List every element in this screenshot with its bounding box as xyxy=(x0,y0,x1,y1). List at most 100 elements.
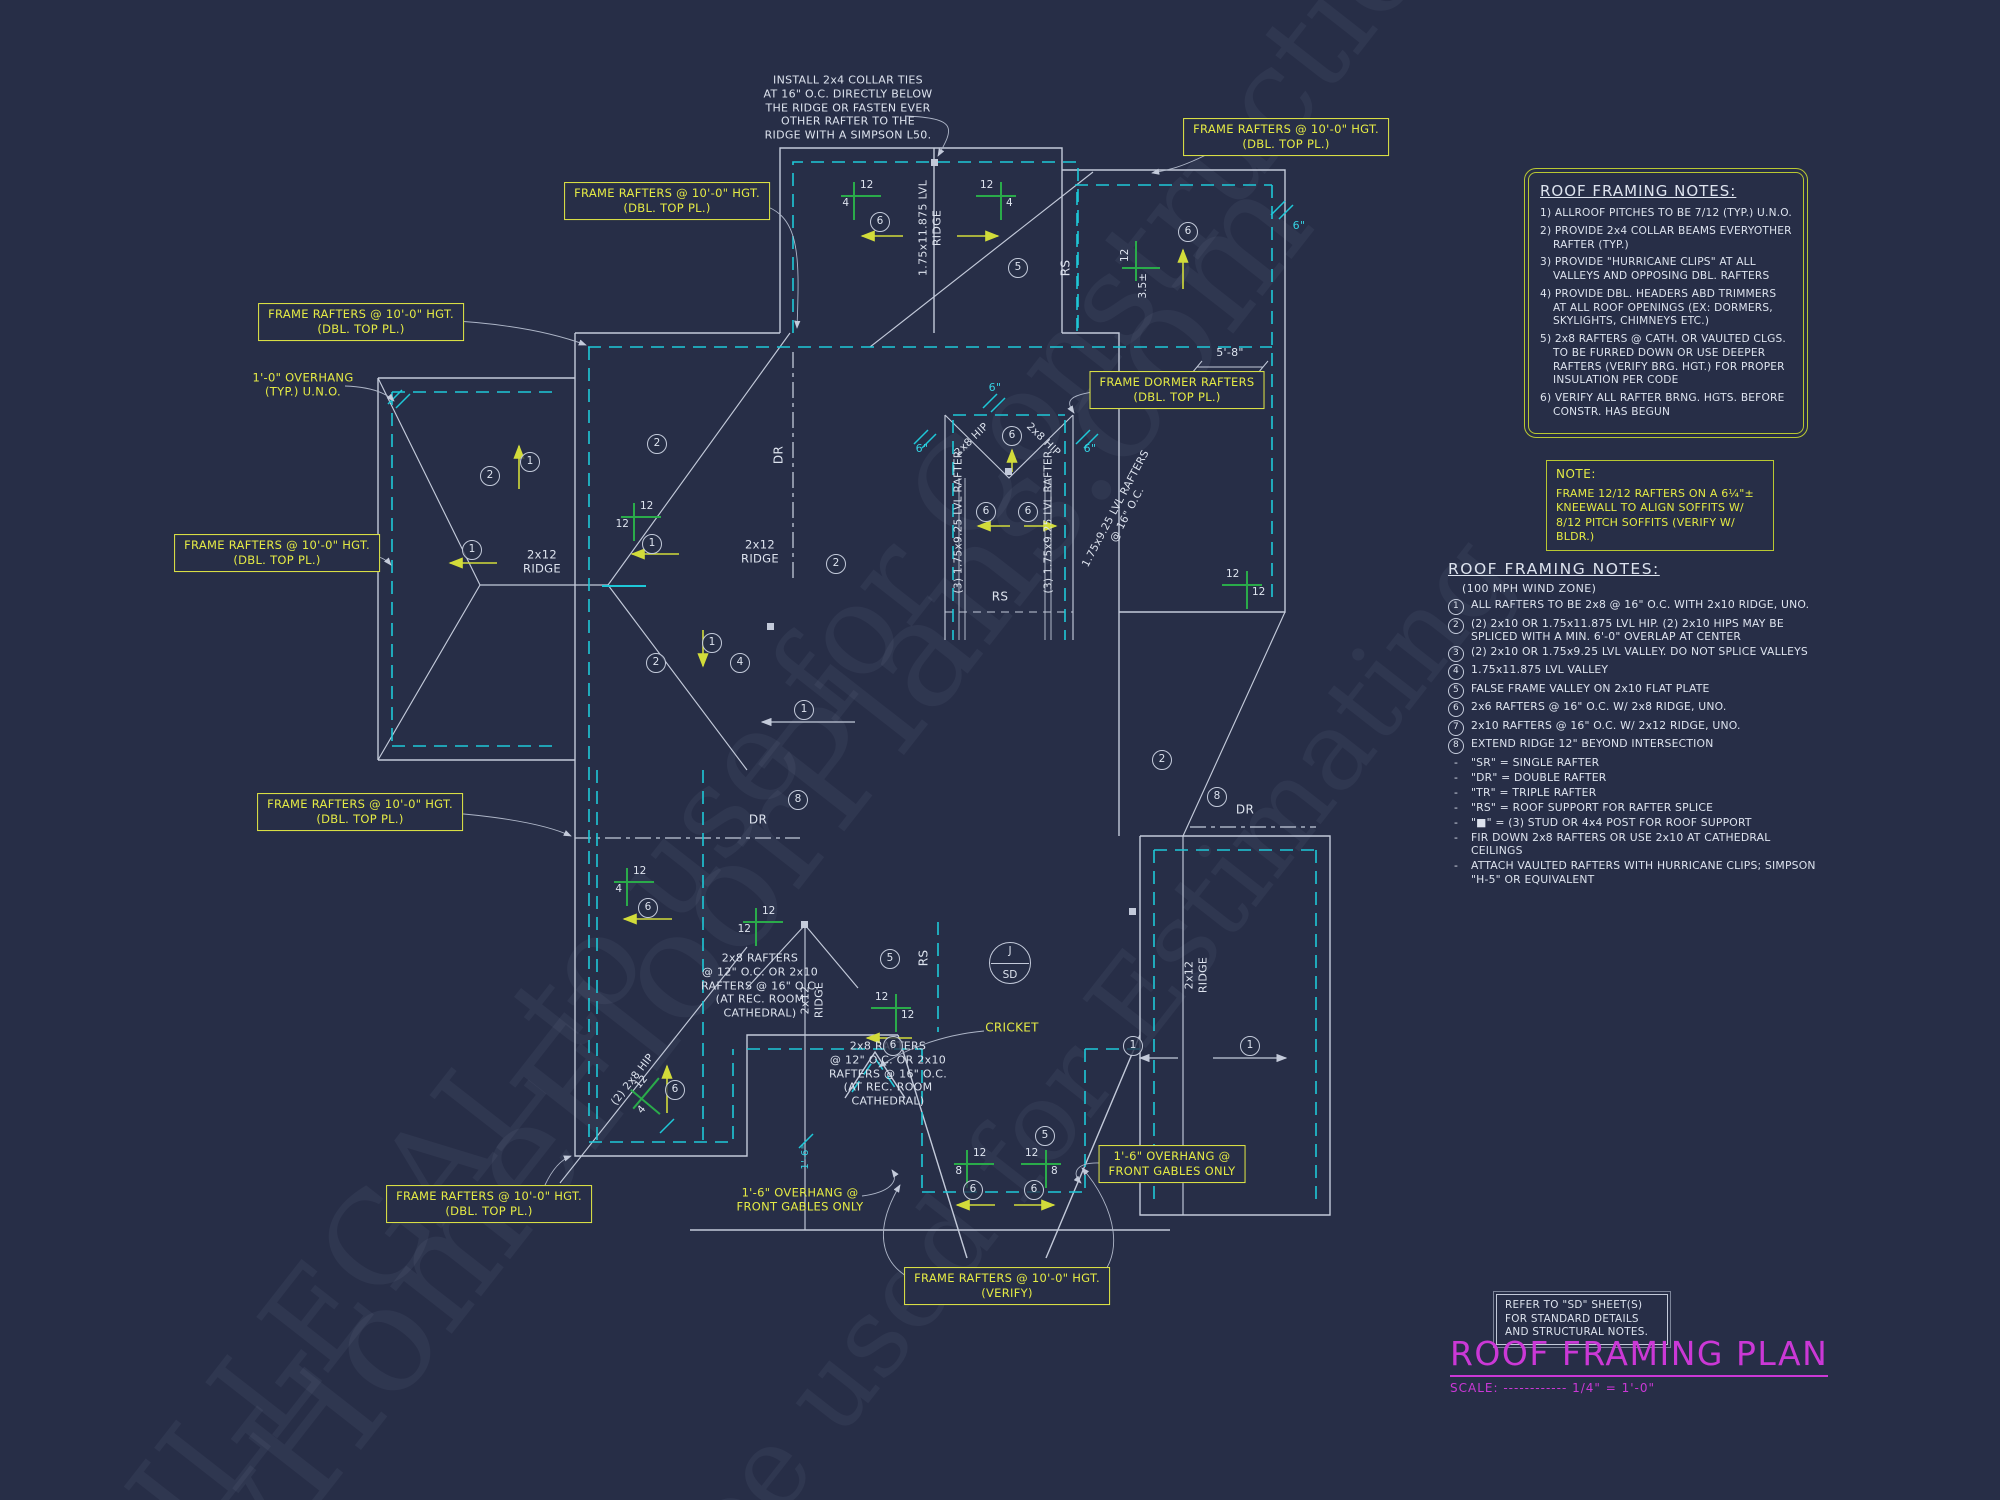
slope-run: 4 xyxy=(634,1103,649,1117)
rafter-type-ref: 2 xyxy=(647,434,667,454)
slope-run: 3.5± xyxy=(1137,273,1149,299)
framing-note-item: 3) PROVIDE "HURRICANE CLIPS" AT ALL VALL… xyxy=(1540,256,1770,283)
rafter-type-ref: 6 xyxy=(1002,426,1022,446)
callout-box: FRAME DORMER RAFTERS(DBL. TOP PL.) xyxy=(1089,371,1265,409)
plan-label-line: CATHEDRAL) xyxy=(723,1006,797,1020)
plan-label: 1'-6" xyxy=(800,1144,813,1169)
plan-label-line: 6" xyxy=(915,442,929,456)
callout-box: FRAME RAFTERS @ 10'-0" HGT.(DBL. TOP PL.… xyxy=(564,182,770,220)
plan-label-line: RIDGE xyxy=(523,562,561,576)
slope-run: 12 xyxy=(615,518,629,530)
slope-rise: 12 xyxy=(860,179,874,191)
plan-label-line: 6" xyxy=(988,381,1002,395)
plan-label-line: RS xyxy=(916,949,931,967)
callout-line: (DBL. TOP PL.) xyxy=(445,1204,533,1218)
callout-line: (DBL. TOP PL.) xyxy=(1242,137,1330,151)
wind-notes-subtitle: (100 MPH WIND ZONE) xyxy=(1462,582,1597,595)
callout-line: FRAME RAFTERS @ 10'-0" HGT. xyxy=(1193,122,1379,137)
slope-rise: 12 xyxy=(980,179,994,191)
wind-note-bullet: -FIR DOWN 2x8 RAFTERS OR USE 2x10 AT CAT… xyxy=(1448,831,1822,858)
rafter-type-ref: 1 xyxy=(1240,1036,1260,1056)
rafter-type-ref: 2 xyxy=(480,466,500,486)
plan-label-line: DR xyxy=(1235,802,1255,817)
rafter-direction-arrows xyxy=(448,230,1189,1211)
callout-line: (DBL. TOP PL.) xyxy=(317,322,405,336)
plan-label-line: RAFTERS @ 16" O.C. xyxy=(829,1067,947,1081)
slope-run: 4 xyxy=(615,883,622,895)
rafter-type-ref: 6 xyxy=(1178,222,1198,242)
callout-line: FRAME RAFTERS @ 10'-0" HGT. xyxy=(184,538,370,553)
wind-note-text: FIR DOWN 2x8 RAFTERS OR USE 2x10 AT CATH… xyxy=(1471,830,1771,858)
rafter-type-ref: 6 xyxy=(963,1180,983,1200)
callout-line: FRAME DORMER RAFTERS xyxy=(1099,375,1255,390)
bullet-dash: - xyxy=(1453,830,1459,844)
wind-note-bullet: -"SR" = SINGLE RAFTER xyxy=(1448,756,1822,769)
roof-framing-notes-box: ROOF FRAMING NOTES: 1) ALLROOF PITCHES T… xyxy=(1524,168,1808,438)
callout-line: FRAME RAFTERS @ 10'-0" HGT. xyxy=(574,186,760,201)
callout-box: FRAME RAFTERS @ 10'-0" HGT.(DBL. TOP PL.… xyxy=(258,303,464,341)
rafter-type-ref: 1 xyxy=(462,540,482,560)
plan-label-line: CATHEDRAL) xyxy=(851,1094,925,1108)
slope-rise: 12 xyxy=(640,500,654,512)
wind-note-item: 2(2) 2x10 OR 1.75x11.875 LVL HIP. (2) 2x… xyxy=(1448,617,1822,644)
plan-label: DR xyxy=(772,446,787,464)
wind-note-bullet: -"■" = (3) STUD OR 4x4 POST FOR ROOF SUP… xyxy=(1448,816,1822,829)
kneewall-note-line: FRAME 12/12 RAFTERS ON A 6¼"± xyxy=(1556,487,1754,500)
sheet-title: ROOF FRAMING PLAN xyxy=(1450,1334,1829,1377)
slope-rise: 12 xyxy=(1119,248,1131,262)
section-marker: J SD xyxy=(989,942,1031,984)
callout-box: 1'-6" OVERHANG @FRONT GABLES ONLY xyxy=(1098,1145,1246,1183)
rafter-type-ref: 6 xyxy=(976,502,996,522)
plan-label-line: 6" xyxy=(1083,442,1097,456)
rafter-type-ref: 1 xyxy=(1123,1036,1143,1056)
slope-rise: 12 xyxy=(1226,568,1240,580)
wind-note-text: "SR" = SINGLE RAFTER xyxy=(1471,755,1600,769)
callout-line: FRAME RAFTERS @ 10'-0" HGT. xyxy=(268,307,454,322)
bullet-dash: - xyxy=(1453,755,1459,769)
wind-note-text: EXTEND RIDGE 12" BEYOND INTERSECTION xyxy=(1471,737,1714,751)
wind-note-item: 3(2) 2x10 OR 1.75x9.25 LVL VALLEY. DO NO… xyxy=(1448,645,1822,662)
overhang-dashed-lines xyxy=(391,161,1317,1200)
bullet-dash: - xyxy=(1453,785,1459,799)
plan-label-line: (TYP.) U.N.O. xyxy=(265,385,341,399)
slope-run: 12 xyxy=(901,1009,915,1021)
refer-box-line: FOR STANDARD DETAILS xyxy=(1505,1312,1639,1325)
rafter-type-ref: 2 xyxy=(826,554,846,574)
plan-label: 1'-0" OVERHANG(TYP.) U.N.O. xyxy=(252,371,353,400)
plan-label: DR xyxy=(1236,803,1254,818)
bullet-dash: - xyxy=(1453,859,1459,873)
callout-box: FRAME RAFTERS @ 10'-0" HGT.(DBL. TOP PL.… xyxy=(174,534,380,572)
slope-run: 8 xyxy=(955,1165,962,1177)
rafter-type-ref: 5 xyxy=(880,949,900,969)
bullet-dash: - xyxy=(1453,770,1459,784)
plan-label-line: DR xyxy=(748,812,768,827)
plan-label-line: RS xyxy=(991,589,1009,604)
refer-box-lines: REFER TO "SD" SHEET(S)FOR STANDARD DETAI… xyxy=(1505,1299,1659,1340)
plan-label: RS xyxy=(1059,260,1074,277)
plan-label: (3) 1.75x9.25 LVL RAFTER xyxy=(1042,450,1055,593)
callout-line: FRAME RAFTERS @ 10'-0" HGT. xyxy=(396,1189,582,1204)
plan-label-line: DR xyxy=(771,445,786,465)
wind-note-text: "RS" = ROOF SUPPORT FOR RAFTER SPLICE xyxy=(1471,800,1714,814)
rafter-type-ref: 2 xyxy=(1152,750,1172,770)
wind-note-number: 5 xyxy=(1448,682,1464,699)
plan-label-line: (AT REC. ROOM xyxy=(843,1080,933,1094)
plan-label-line: CRICKET xyxy=(985,1020,1039,1035)
rafter-arrows-white xyxy=(760,717,1288,1063)
framing-note-item: 5) 2x8 RAFTERS @ CATH. OR VAULTED CLGS. … xyxy=(1540,333,1786,387)
wind-note-text: FALSE FRAME VALLEY ON 2x10 FLAT PLATE xyxy=(1471,681,1710,695)
wind-zone-notes: ROOF FRAMING NOTES: (100 MPH WIND ZONE) … xyxy=(1448,560,1822,888)
wind-note-number: 1 xyxy=(1448,598,1464,615)
